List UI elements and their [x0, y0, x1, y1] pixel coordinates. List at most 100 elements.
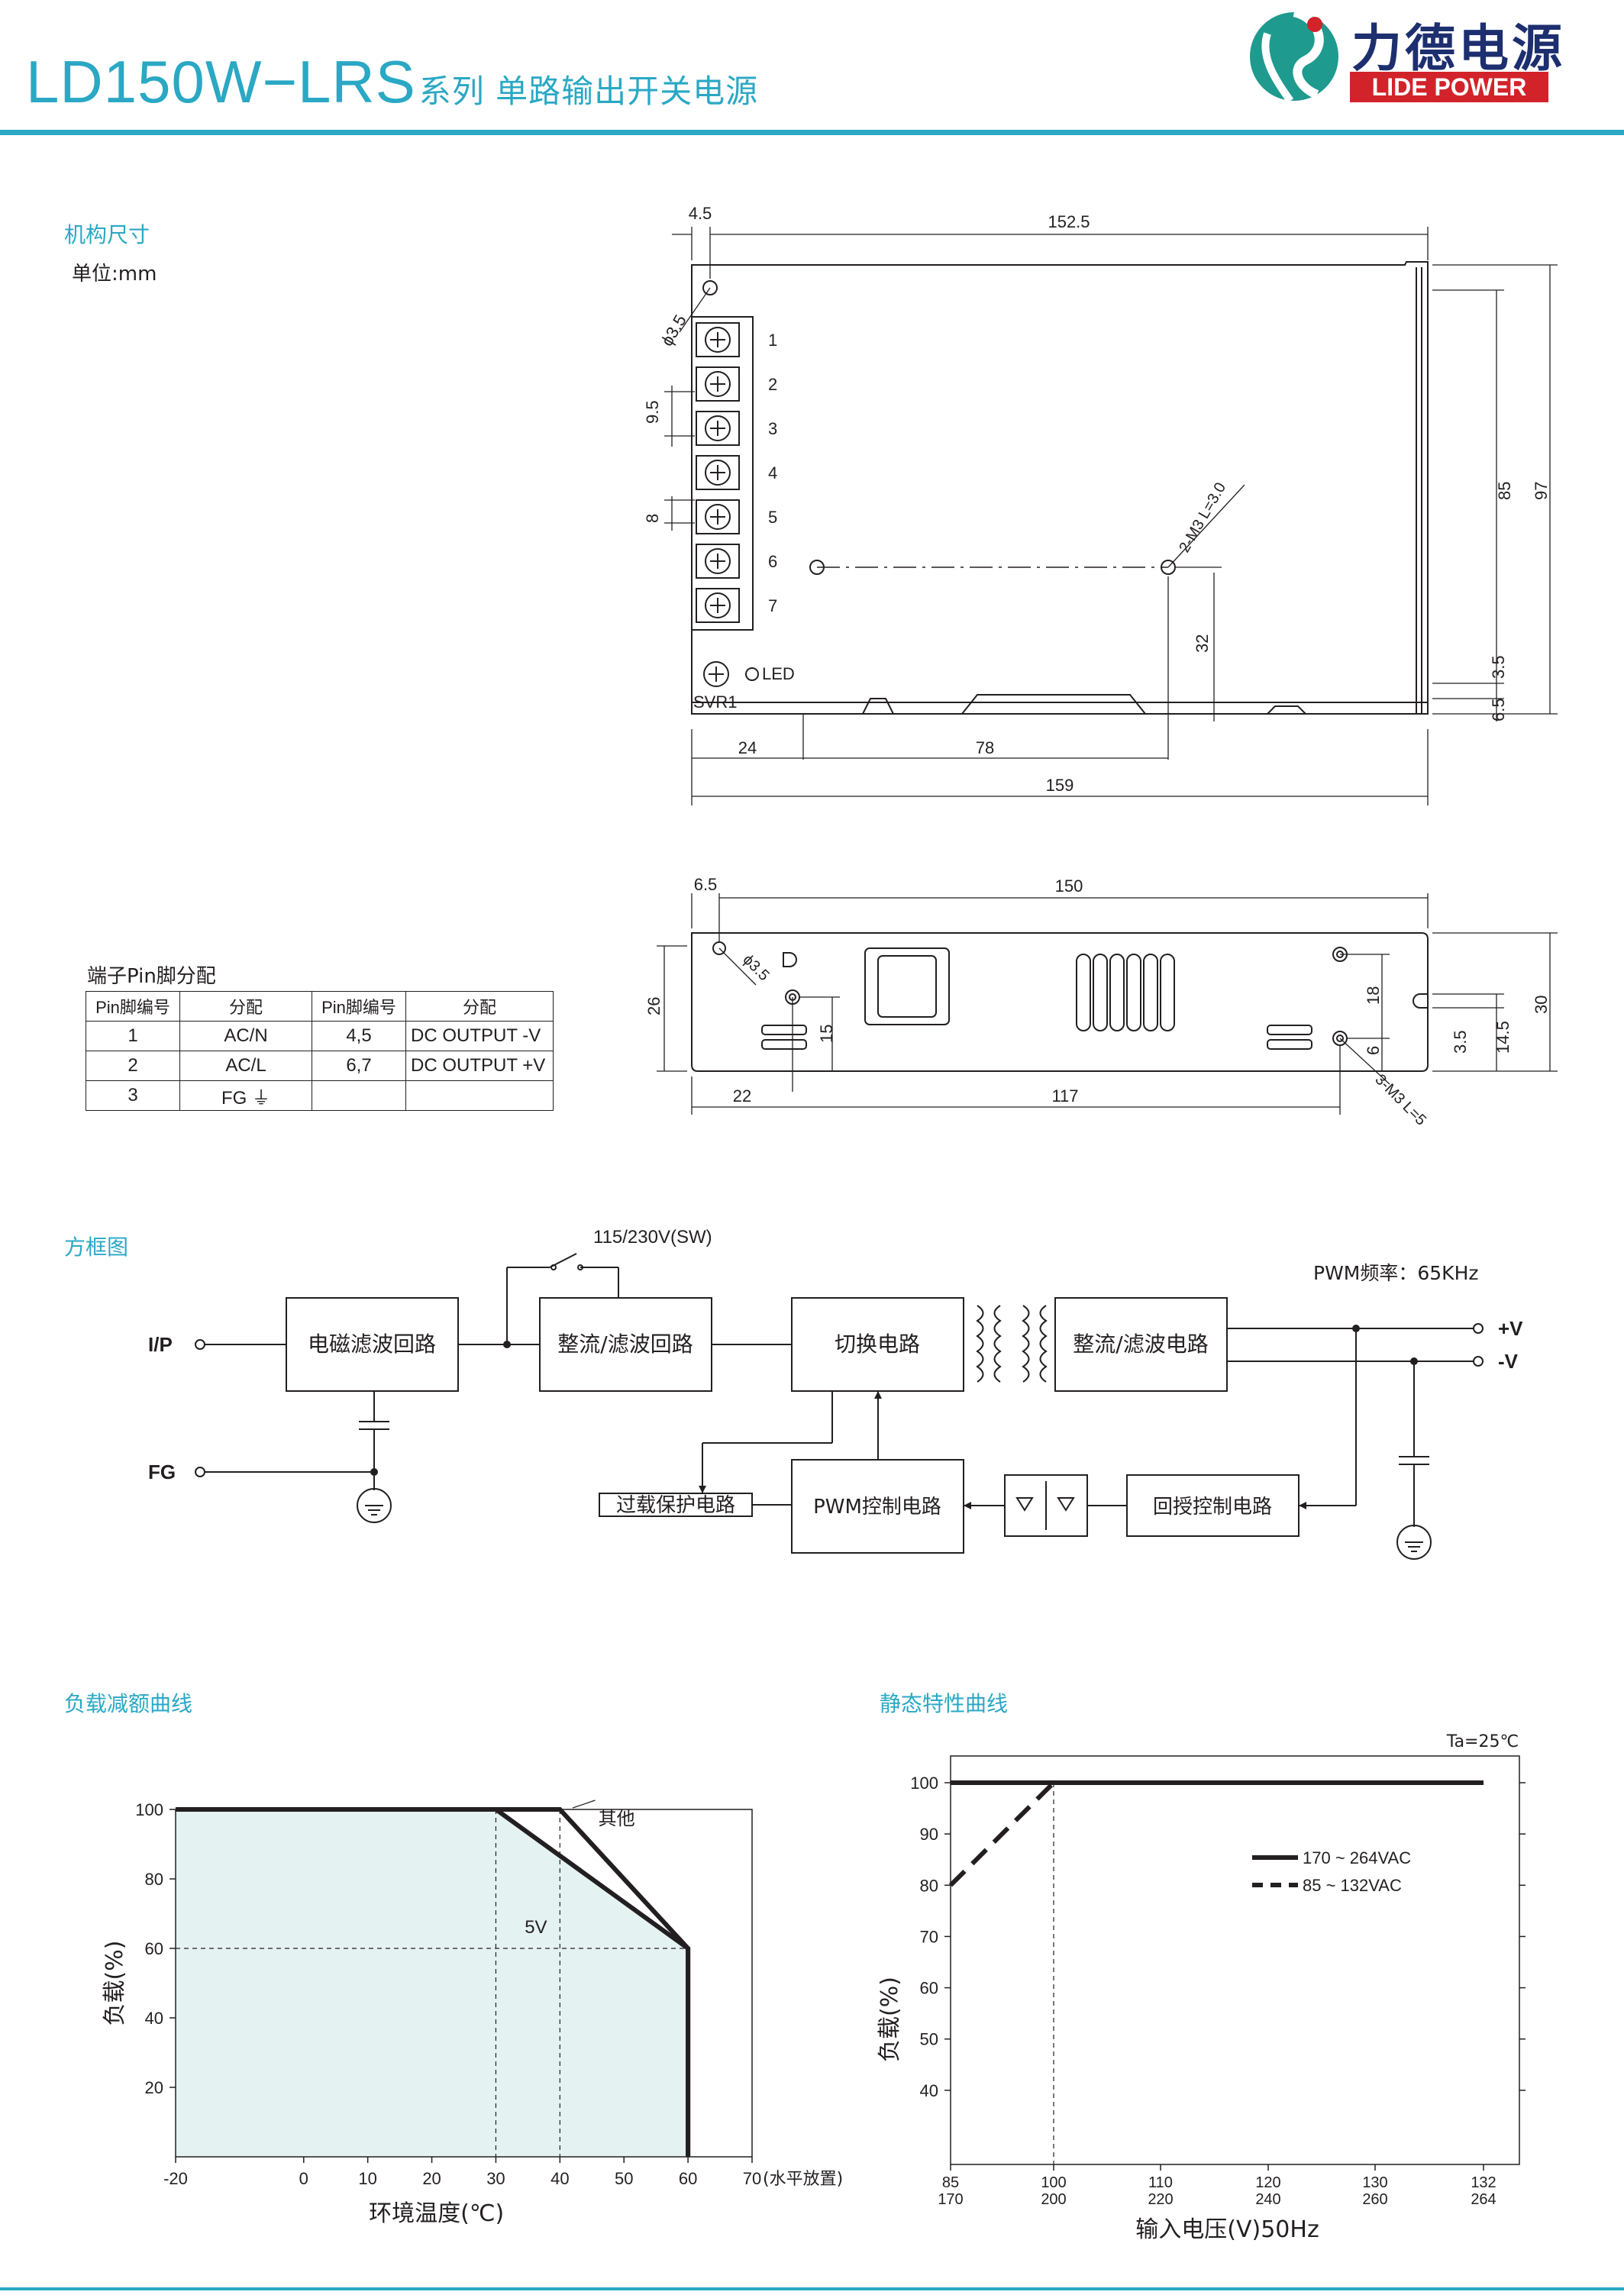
- terminal-screw-icon: [705, 504, 731, 530]
- output-rectifier-label: 整流/滤波电路: [1073, 1331, 1208, 1357]
- led-label: LED: [762, 664, 795, 683]
- dim-4-5: 4.5: [689, 204, 712, 223]
- case-outline: [691, 261, 1429, 715]
- y-tick-label: 100: [135, 1800, 163, 1819]
- dim-3-5: 3.5: [1489, 655, 1508, 679]
- table-cell: DC OUTPUT +V: [405, 1051, 554, 1081]
- dim-97: 97: [1532, 482, 1551, 500]
- temperature-note: Ta=25℃: [1446, 1732, 1519, 1751]
- table-cell: FG ⏚: [179, 1080, 312, 1111]
- x-tick-label: 30: [486, 2169, 505, 2188]
- dim-9-5: 9.5: [643, 400, 662, 424]
- table-cell: 3: [86, 1080, 180, 1111]
- y-tick-label: 50: [920, 2030, 938, 2049]
- x-axis-label: 环境温度(℃): [369, 2200, 504, 2227]
- table-cell: [312, 1080, 406, 1111]
- header-divider: [0, 130, 1624, 135]
- table-cell: 6,7: [312, 1051, 406, 1081]
- title-main: LD150W−LRS: [26, 48, 416, 115]
- x-tick-label: 85: [942, 2174, 959, 2191]
- y-tick-label: 60: [145, 1939, 163, 1958]
- dim-8: 8: [643, 514, 662, 523]
- table-row: 2 AC/L 6,7 DC OUTPUT +V: [86, 1051, 554, 1081]
- x-tick-label: 60: [679, 2169, 697, 2188]
- table-cell: DC OUTPUT -V: [405, 1021, 554, 1051]
- pwm-frequency: PWM频率：65KHz: [1313, 1262, 1479, 1284]
- mechanical-title: 机构尺寸: [64, 222, 150, 247]
- x-tick-label: 50: [615, 2169, 633, 2188]
- block-diagram: 115/230V(SW) PWM频率：65KHz I/P FG +V -V 电磁…: [148, 1227, 1523, 1560]
- y-axis-label: 负载(%): [102, 1941, 128, 2026]
- series-line-low-range: [948, 1780, 1056, 1887]
- static-title: 静态特性曲线: [880, 1691, 1009, 1716]
- dim-mount-screw: 2-M3 L=3.0: [1176, 479, 1229, 555]
- table-cell: AC/N: [179, 1021, 312, 1051]
- legend-label: 85 ~ 132VAC: [1303, 1876, 1402, 1895]
- output-rectifier-block: [1054, 1297, 1228, 1392]
- x-tick-label: 70: [743, 2169, 761, 2188]
- table-header: 分配: [179, 991, 312, 1022]
- terminal-slot: [696, 499, 740, 534]
- legend-label: 170 ~ 264VAC: [1303, 1848, 1411, 1867]
- x2-tick-label: 200: [1041, 2191, 1066, 2208]
- table-cell: 2: [86, 1051, 180, 1081]
- unit-label: 单位:mm: [72, 263, 157, 286]
- svr-label: SVR1: [693, 692, 737, 712]
- table-header: 分配: [405, 991, 554, 1022]
- overload-label: 过载保护电路: [616, 1494, 735, 1517]
- x2-tick-label: 264: [1471, 2191, 1496, 2208]
- x-tick-label: 100: [1041, 2174, 1066, 2191]
- x-tick-label: 10: [358, 2169, 376, 2188]
- x-tick-label: 130: [1362, 2174, 1387, 2191]
- table-header-row: Pin脚编号 分配 Pin脚编号 分配: [86, 991, 554, 1022]
- footer-divider: [0, 2287, 1624, 2290]
- x-tick-label: -20: [163, 2169, 188, 2188]
- dim-85: 85: [1495, 482, 1514, 500]
- y-tick-label: 20: [145, 2078, 163, 2097]
- terminal-screw-icon: [705, 327, 731, 353]
- y-tick-label: 60: [920, 1979, 938, 1998]
- x-axis-label: 输入电压(V)50Hz: [1135, 2216, 1319, 2243]
- table-cell: [405, 1080, 554, 1111]
- feedback-label: 回授控制电路: [1153, 1496, 1272, 1519]
- block-diagram-title: 方框图: [64, 1235, 129, 1260]
- terminal-number: 6: [768, 552, 777, 571]
- input-label: I/P: [148, 1333, 173, 1356]
- terminal-slot: [696, 322, 740, 357]
- dim-159: 159: [1046, 776, 1074, 795]
- mount-hole-icon: [1161, 560, 1176, 575]
- side-dim-30: 30: [1532, 996, 1551, 1014]
- dim-6-5: 6.5: [1489, 698, 1508, 721]
- top-view-drawing: 4.5 152.5 ϕ3.5 9.5 8 85 97 2-M3 L=3.0 32…: [643, 204, 1558, 805]
- y-tick-label: 100: [910, 1774, 938, 1793]
- side-dim-6-5: 6.5: [694, 875, 718, 894]
- x-tick-label: 0: [299, 2169, 308, 2188]
- terminal-screw-icon: [705, 548, 731, 574]
- x-tick-label: 120: [1255, 2174, 1280, 2191]
- side-dim-117: 117: [1051, 1086, 1078, 1106]
- emi-label: 电磁滤波回路: [308, 1331, 436, 1357]
- led-icon: [745, 667, 759, 681]
- title-sub: 系列 单路输出开关电源: [418, 73, 759, 110]
- side-view-drawing: 6.5 150 ϕ3.5 26 15 18 6 30 14.5 3.5 22 1…: [644, 875, 1558, 1129]
- plot-frame: [950, 1755, 1520, 2165]
- side-dim-26: 26: [644, 997, 663, 1015]
- switching-label: 切换电路: [835, 1331, 920, 1357]
- brand-name-cn: 力德电源: [1351, 18, 1565, 78]
- dim-152-5: 152.5: [1048, 212, 1090, 231]
- side-dim-15: 15: [817, 1025, 836, 1043]
- y-tick-label: 40: [145, 2009, 163, 2028]
- y-axis-label: 负载(%): [877, 1977, 903, 2062]
- dim-24: 24: [738, 738, 757, 757]
- y-tick-label: 80: [145, 1870, 163, 1889]
- terminal-number: 2: [768, 375, 777, 394]
- mount-hole-icon: [809, 560, 825, 575]
- table-cell: 4,5: [312, 1021, 406, 1051]
- rectifier-label: 整流/滤波回路: [557, 1331, 693, 1357]
- terminal-screw-icon: [705, 460, 731, 486]
- terminal-screw-icon: [705, 592, 731, 618]
- fg-label: FG: [148, 1461, 176, 1483]
- x-tick-label: 132: [1471, 2174, 1496, 2191]
- derating-title: 负载减额曲线: [64, 1691, 193, 1716]
